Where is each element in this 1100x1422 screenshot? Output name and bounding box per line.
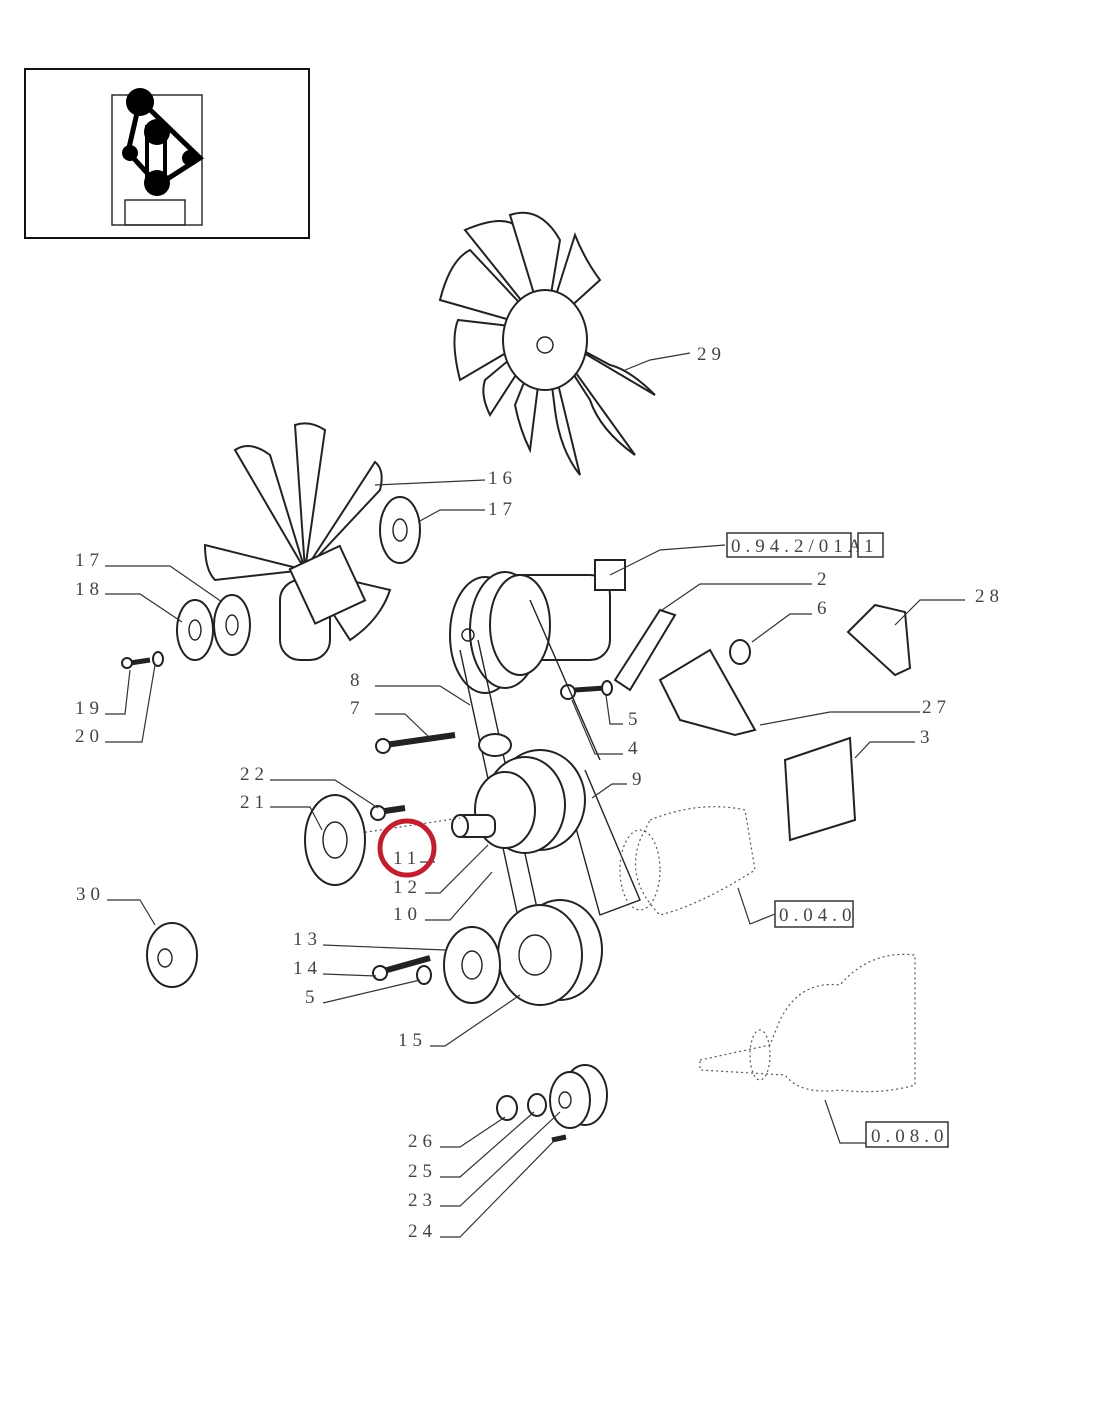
ref-box-040[interactable] <box>774 900 854 928</box>
callout-label-17[interactable]: 17 <box>75 550 104 571</box>
leader-line <box>105 669 131 715</box>
leader-line <box>440 1111 561 1207</box>
leader-line <box>605 694 623 725</box>
spacers-left <box>121 594 251 669</box>
leader-line <box>759 711 920 726</box>
engine-thumbnail <box>24 68 310 239</box>
callout-label-12[interactable]: 12 <box>393 877 422 898</box>
brackets <box>560 603 912 842</box>
callout-label-5[interactable]: 5 <box>305 987 320 1008</box>
callout-label-10[interactable]: 10 <box>393 904 422 925</box>
callout-label-21[interactable]: 21 <box>240 792 269 813</box>
leader-line <box>571 699 623 755</box>
leader-line <box>425 871 493 921</box>
ref-label-1[interactable]: 1 <box>864 536 879 557</box>
leader-line <box>440 1141 554 1238</box>
callout-label-29[interactable]: 29 <box>697 344 726 365</box>
callout-label-4[interactable]: 4 <box>628 738 643 759</box>
compressor <box>449 559 626 694</box>
leader-line <box>374 479 486 486</box>
leader-line <box>425 844 489 894</box>
callout-label-25[interactable]: 25 <box>408 1161 437 1182</box>
callout-layer: 2916171718192022211112101314515308794527… <box>75 344 1004 1242</box>
hub <box>496 1064 608 1143</box>
leader-line <box>661 583 812 611</box>
callout-label-23[interactable]: 23 <box>408 1190 437 1211</box>
fan-16 <box>203 422 421 661</box>
leader-line <box>322 979 421 1004</box>
callout-label-13[interactable]: 13 <box>293 929 322 950</box>
callout-label-15[interactable]: 15 <box>398 1030 427 1051</box>
callout-label-17[interactable]: 17 <box>488 499 517 520</box>
alternator <box>619 806 756 916</box>
callout-label-5[interactable]: 5 <box>628 709 643 730</box>
callout-label-24[interactable]: 24 <box>408 1221 437 1242</box>
leader-line <box>751 613 812 643</box>
callout-label-8[interactable]: 8 <box>350 670 365 691</box>
ref-box-1[interactable] <box>857 532 884 558</box>
callout-label-27[interactable]: 27 <box>922 697 951 718</box>
callout-label-19[interactable]: 19 <box>75 698 104 719</box>
highlight-circle <box>377 818 437 878</box>
callout-label-14[interactable]: 14 <box>293 958 322 979</box>
ref-box-0942[interactable] <box>726 532 852 558</box>
leader-line <box>105 664 156 743</box>
callout-label-18[interactable]: 18 <box>75 579 104 600</box>
callout-label-9[interactable]: 9 <box>632 769 647 790</box>
leader-line <box>430 994 521 1047</box>
callout-label-16[interactable]: 16 <box>488 468 517 489</box>
leader-line <box>107 899 156 926</box>
ref-label-080[interactable]: 0.08.0 <box>871 1126 949 1147</box>
crankshaft <box>699 953 916 1093</box>
callout-label-22[interactable]: 22 <box>240 764 269 785</box>
callout-label-11[interactable]: 11 <box>393 848 421 869</box>
leader-line <box>440 1111 535 1178</box>
leader-line <box>270 806 323 831</box>
leader-line <box>417 509 485 523</box>
ref-box-080[interactable] <box>865 1121 949 1148</box>
callout-label-26[interactable]: 26 <box>408 1131 437 1152</box>
leader-line <box>375 713 431 739</box>
reference-boxes: 0.94.2/01A 1 0.04.0 0.08.0 <box>609 532 949 1148</box>
leader-line <box>322 944 446 951</box>
leader-line <box>375 685 471 706</box>
belt-pulleys <box>146 599 641 1006</box>
ref-label-040[interactable]: 0.04.0 <box>779 905 857 926</box>
callout-label-3[interactable]: 3 <box>920 727 935 748</box>
leader-line <box>322 973 377 977</box>
leader-line <box>854 741 915 759</box>
callout-label-6[interactable]: 6 <box>817 598 832 619</box>
callout-label-30[interactable]: 30 <box>76 884 105 905</box>
callout-label-2[interactable]: 2 <box>817 569 832 590</box>
leader-line <box>624 352 691 371</box>
fan-29 <box>438 211 656 476</box>
leader-line <box>105 593 183 623</box>
leader-line <box>894 599 965 626</box>
callout-label-28[interactable]: 28 <box>975 586 1004 607</box>
leader-line <box>270 779 379 809</box>
leader-line <box>591 783 627 799</box>
callout-label-20[interactable]: 20 <box>75 726 104 747</box>
callout-label-7[interactable]: 7 <box>350 698 365 719</box>
leader-line <box>105 565 223 603</box>
leader-line <box>440 1116 506 1148</box>
ref-label-0942[interactable]: 0.94.2/01A <box>731 536 867 557</box>
